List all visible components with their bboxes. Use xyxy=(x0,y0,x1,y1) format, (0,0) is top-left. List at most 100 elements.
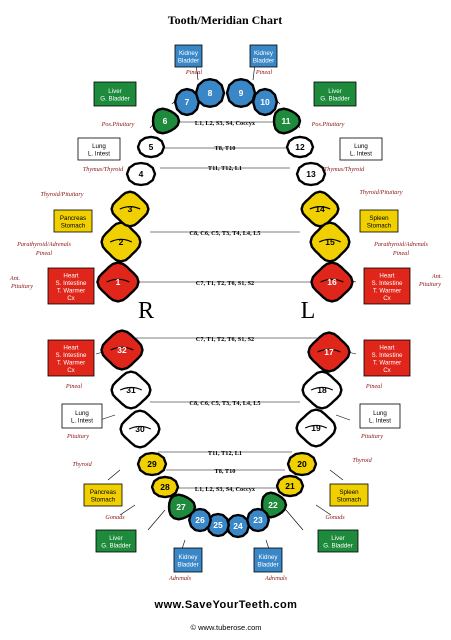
pancreas-stomach-box-lower-text: Pancreas xyxy=(90,489,116,496)
connector-line xyxy=(147,509,166,531)
pineal-label-right-mid: Pineal xyxy=(35,250,52,257)
vertebra-label-u3: T11, T12, L1 xyxy=(208,165,242,172)
heart-box-lower-right-text: T. Warmer xyxy=(57,359,85,366)
liver-gb-box-lower-right-text: G. Bladder xyxy=(101,542,131,549)
pineal-label-lower-right: Pineal xyxy=(65,383,82,390)
kidney-bladder-box-upper-left-text: Bladder xyxy=(253,57,274,64)
tooth-26[interactable]: 26 xyxy=(188,507,212,533)
spleen-stomach-box-upper-text: Stomach xyxy=(367,222,392,229)
pancreas-stomach-box-upper-text: Pancreas xyxy=(60,215,86,222)
tooth-1[interactable]: 1 xyxy=(96,261,140,303)
tooth-4[interactable]: 4 xyxy=(125,161,157,187)
kidney-bladder-box-upper-left-text: Kidney xyxy=(254,50,274,57)
thyroid-label-lower-left: Thyroid xyxy=(352,457,372,464)
tooth-3[interactable]: 3 xyxy=(110,190,150,228)
tooth-22[interactable]: 22 xyxy=(260,491,288,519)
adrenals-label-left: Adrenals xyxy=(264,575,288,582)
tooth-number: 16 xyxy=(327,277,337,287)
lung-li-box-upper-left-text: L. Intest xyxy=(350,150,372,157)
vertebra-label-u5: C7, T1, T2, T6, S1, S2 xyxy=(196,280,254,287)
tooth-6[interactable]: 6 xyxy=(151,107,181,135)
tooth-30[interactable]: 30 xyxy=(119,409,161,449)
tooth-number: 8 xyxy=(208,88,213,98)
tooth-number: 17 xyxy=(324,347,334,357)
tooth-21[interactable]: 21 xyxy=(275,474,305,498)
lung-li-box-upper-left-text: Lung xyxy=(354,143,368,150)
tooth-19[interactable]: 19 xyxy=(295,408,337,448)
parathyroid-adrenals-label-right: Parathyroid/Adrenals xyxy=(16,241,71,248)
lung-li-box-upper-right-text: L. Intest xyxy=(88,150,110,157)
tooth-31[interactable]: 31 xyxy=(110,370,152,410)
tooth-11[interactable]: 11 xyxy=(272,107,302,135)
thyroid-pituitary-label-left: Thyroid/Pituitary xyxy=(359,189,402,196)
lung-li-box-lower-left-text: L. Intest xyxy=(369,417,391,424)
liver-gb-box-lower-left-text: Liver xyxy=(331,535,344,542)
tooth-9[interactable]: 9 xyxy=(225,78,257,108)
tooth-number: 2 xyxy=(119,237,124,247)
tooth-12[interactable]: 12 xyxy=(285,135,315,159)
tooth-5[interactable]: 5 xyxy=(136,135,166,159)
tooth-28[interactable]: 28 xyxy=(150,475,180,499)
ant-label-right: Ant. xyxy=(9,275,20,282)
tooth-32[interactable]: 32 xyxy=(100,329,144,371)
tooth-number: 32 xyxy=(117,345,127,355)
tooth-27[interactable]: 27 xyxy=(167,493,197,521)
tooth-number: 4 xyxy=(139,169,144,179)
tooth-24[interactable]: 24 xyxy=(226,513,250,539)
tooth-number: 3 xyxy=(128,204,133,214)
tooth-number: 11 xyxy=(282,116,291,126)
site-url[interactable]: www.SaveYourTeeth.com xyxy=(154,599,298,611)
gonads-label-left: Gonads xyxy=(325,514,345,521)
tooth-16[interactable]: 16 xyxy=(310,261,354,303)
tooth-29[interactable]: 29 xyxy=(136,451,168,477)
tooth-number: 5 xyxy=(149,142,154,152)
tooth-number: 27 xyxy=(176,502,186,512)
liver-gb-box-upper-left-text: G. Bladder xyxy=(320,95,350,102)
heart-box-upper-right-text: T. Warmer xyxy=(57,287,85,294)
liver-gb-box-upper-left-text: Liver xyxy=(328,88,341,95)
tooth-number: 25 xyxy=(213,520,223,530)
pos-pituitary-label-right: Pos.Pituitary xyxy=(101,121,135,128)
tooth-number: 13 xyxy=(306,169,316,179)
tooth-number: 31 xyxy=(126,385,136,395)
tooth-number: 15 xyxy=(325,237,335,247)
tooth-10[interactable]: 10 xyxy=(251,87,279,117)
tooth-18[interactable]: 18 xyxy=(301,370,343,410)
connector-line xyxy=(335,414,351,421)
tooth-13[interactable]: 13 xyxy=(295,161,327,187)
vertebra-label-l3: T11, T12, L1 xyxy=(208,450,242,457)
connector-line xyxy=(107,469,121,481)
tooth-number: 12 xyxy=(295,142,305,152)
tooth-20[interactable]: 20 xyxy=(286,451,318,477)
tooth-17[interactable]: 17 xyxy=(307,331,351,373)
tooth-8[interactable]: 8 xyxy=(194,78,226,108)
liver-gb-box-lower-right-text: Liver xyxy=(109,535,122,542)
ant-label-left: Ant. xyxy=(431,273,442,280)
tooth-7[interactable]: 7 xyxy=(173,87,201,117)
copyright: © www.tuberose.com xyxy=(191,623,262,632)
thyroid-pituitary-label-right: Thyroid/Pituitary xyxy=(40,191,83,198)
vertebra-label-u4: C8, C6, C5, T3, T4, L4, L5 xyxy=(189,230,260,237)
pos-pituitary-label-left: Pos.Pituitary xyxy=(311,121,345,128)
tooth-15[interactable]: 15 xyxy=(309,221,351,263)
pineal-label-upper-left: Pineal xyxy=(255,69,272,76)
adrenals-label-right: Adrenals xyxy=(168,575,192,582)
tooth-number: 20 xyxy=(297,459,307,469)
kidney-bladder-box-lower-left-text: Bladder xyxy=(257,561,278,568)
lung-li-box-lower-right-text: Lung xyxy=(75,410,89,417)
pituitary-label-left-ant: Pituitary xyxy=(418,281,441,288)
pancreas-stomach-box-upper-text: Stomach xyxy=(61,222,86,229)
tooth-number: 6 xyxy=(163,116,168,126)
kidney-bladder-box-lower-right-text: Kidney xyxy=(179,554,199,561)
vertebra-label-l2: C8, C6, C5, T3, T4, L4, L5 xyxy=(189,400,260,407)
tooth-23[interactable]: 23 xyxy=(246,507,270,533)
tooth-number: 28 xyxy=(160,482,170,492)
kidney-bladder-box-lower-left-text: Kidney xyxy=(259,554,279,561)
